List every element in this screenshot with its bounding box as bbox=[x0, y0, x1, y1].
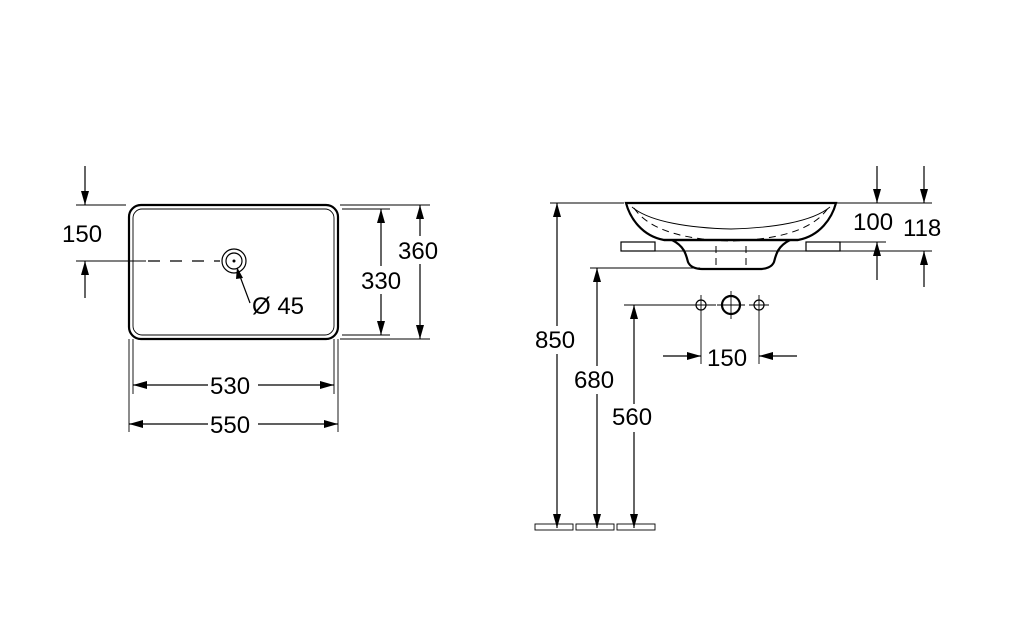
basin-inner-outline bbox=[132, 208, 335, 336]
dim560-arrow-top bbox=[630, 305, 638, 319]
dim680-arrow-top bbox=[593, 268, 601, 282]
dim550-arrow-right bbox=[324, 420, 338, 428]
dim530-arrow-left bbox=[133, 381, 147, 389]
drain-inner-circle bbox=[225, 252, 243, 270]
floor-plate-2 bbox=[575, 523, 615, 531]
dim330-label: 330 bbox=[361, 268, 401, 295]
dim150s-arrow-right bbox=[759, 352, 773, 360]
drain-diameter-label: Ø 45 bbox=[252, 293, 304, 320]
dim850-arrow-top bbox=[553, 203, 561, 217]
dim560-label: 560 bbox=[612, 404, 652, 431]
dim360-arrow-bottom bbox=[416, 325, 424, 339]
dim680-arrow-bottom bbox=[593, 514, 601, 528]
dim850-arrow-bottom bbox=[553, 514, 561, 528]
dim550-label: 550 bbox=[210, 412, 250, 439]
dim560-arrow-bottom bbox=[630, 514, 638, 528]
dim330-arrow-top bbox=[377, 209, 385, 223]
countertop-left-slab bbox=[620, 241, 656, 252]
dim550-arrow-left bbox=[129, 420, 143, 428]
dim100-arrow-bottom bbox=[873, 242, 881, 256]
dim680-label: 680 bbox=[574, 367, 614, 394]
drain-leader-arrow bbox=[236, 267, 243, 279]
floor-plate-3 bbox=[616, 523, 656, 531]
dim360-arrow-top bbox=[416, 205, 424, 219]
dim100-label: 100 bbox=[853, 209, 893, 236]
basin-inner-rim bbox=[631, 206, 831, 230]
basin-inner-dashed bbox=[633, 207, 829, 242]
basin-outer-outline bbox=[127, 203, 340, 341]
dim150-arrow-top bbox=[81, 191, 89, 205]
countertop-right-slab bbox=[805, 241, 841, 252]
drain-center-dot bbox=[232, 259, 236, 263]
dim850-label: 850 bbox=[535, 327, 575, 354]
dim330-arrow-bottom bbox=[377, 321, 385, 335]
dim530-label: 530 bbox=[210, 373, 250, 400]
dim118-arrow-bottom bbox=[920, 251, 928, 265]
drain-outer-circle bbox=[221, 248, 247, 274]
basin-foot-outline bbox=[671, 239, 791, 271]
dim150-label: 150 bbox=[62, 221, 102, 248]
floor-plate-1 bbox=[534, 523, 574, 531]
basin-bowl-outline bbox=[624, 201, 838, 242]
dim360-label: 360 bbox=[398, 238, 438, 265]
top-view: Ø 45 150 330 360 530 bbox=[62, 166, 444, 439]
dim530-arrow-right bbox=[320, 381, 334, 389]
dim150-arrow-bottom bbox=[81, 261, 89, 275]
dim118-label: 118 bbox=[903, 215, 941, 242]
dim150s-arrow-left bbox=[687, 352, 701, 360]
side-view: 100 118 850 680 560 bbox=[534, 166, 948, 531]
dim150s-label: 150 bbox=[707, 345, 747, 372]
dim118-arrow-top bbox=[920, 189, 928, 203]
dim100-arrow-top bbox=[873, 189, 881, 203]
